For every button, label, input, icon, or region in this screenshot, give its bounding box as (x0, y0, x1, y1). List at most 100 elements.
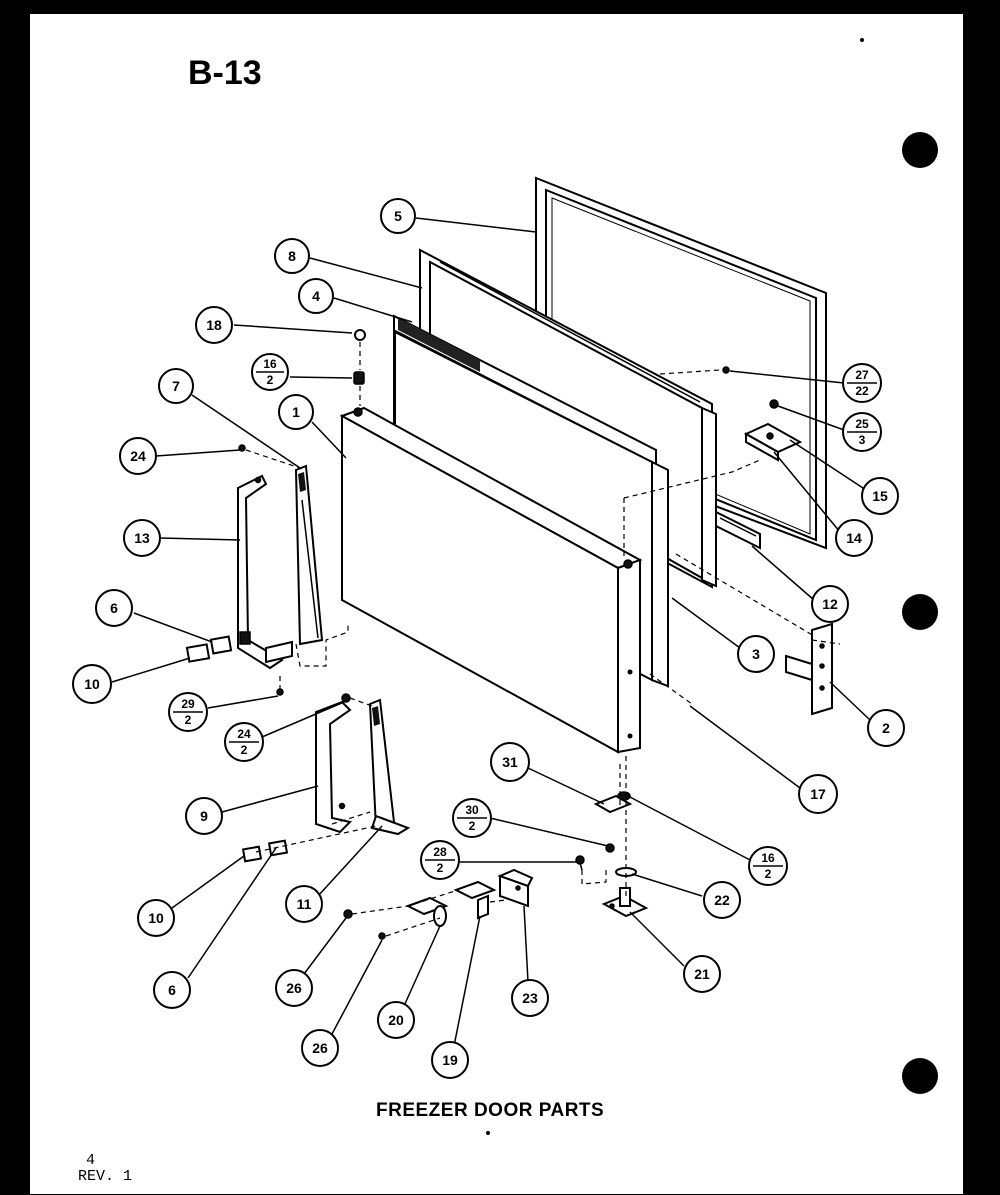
svg-text:21: 21 (694, 966, 710, 982)
svg-text:31: 31 (502, 754, 518, 770)
callout-4: 4 (298, 278, 334, 314)
callout-15: 15 (861, 477, 899, 515)
part-lower-hinge (785, 622, 833, 716)
part-hinge-pin-21 (601, 887, 649, 918)
svg-text:2: 2 (267, 373, 274, 387)
callout-13: 13 (123, 519, 161, 557)
part-screw-24b (341, 693, 351, 703)
part-upper-hinge (743, 422, 803, 462)
callout-8: 8 (274, 238, 310, 274)
callout-18: 18 (195, 306, 233, 344)
svg-text:8: 8 (288, 248, 296, 264)
svg-text:2: 2 (469, 819, 476, 833)
diagram-caption: FREEZER DOOR PARTS (376, 1100, 604, 1121)
svg-text:6: 6 (110, 600, 118, 616)
svg-text:12: 12 (822, 596, 838, 612)
callout-12: 12 (811, 585, 849, 623)
part-screw-25 (769, 399, 779, 409)
part-cap-10 (185, 643, 211, 663)
svg-text:2: 2 (185, 713, 192, 727)
footer-revision: REV. 1 (78, 1168, 132, 1185)
svg-text:1: 1 (292, 404, 300, 420)
svg-text:3: 3 (859, 433, 866, 447)
speck (860, 38, 864, 42)
callout-26-upper: 26 (275, 969, 313, 1007)
part-screw-26a (343, 909, 353, 919)
svg-text:14: 14 (846, 530, 862, 546)
svg-text:27: 27 (855, 368, 869, 382)
callout-17: 17 (798, 774, 838, 814)
part-trim-strip-left (294, 464, 324, 646)
callout-2: 2 (867, 709, 905, 747)
part-screw-28-head (575, 855, 585, 865)
callout-21: 21 (683, 955, 721, 993)
callout-19: 19 (431, 1041, 469, 1079)
svg-text:2: 2 (437, 861, 444, 875)
part-cap-10-lower (241, 845, 263, 863)
part-cam-20 (405, 896, 449, 927)
part-pin-18 (354, 329, 366, 341)
svg-text:16: 16 (761, 851, 775, 865)
punch-hole-bottom (902, 1058, 938, 1094)
speck (486, 1131, 490, 1135)
callout-10-upper: 10 (72, 664, 112, 704)
speck (986, 220, 990, 224)
svg-text:17: 17 (810, 786, 826, 802)
punch-hole-top (902, 132, 938, 168)
svg-text:30: 30 (465, 803, 479, 817)
svg-text:9: 9 (200, 808, 208, 824)
callout-28-over-2: 28 2 (420, 840, 460, 880)
callout-14: 14 (835, 519, 873, 557)
svg-text:7: 7 (172, 378, 180, 394)
svg-text:22: 22 (714, 892, 730, 908)
callout-25-over-3: 25 3 (842, 412, 882, 452)
svg-text:26: 26 (286, 980, 302, 996)
callout-3: 3 (737, 635, 775, 673)
callout-9: 9 (185, 797, 223, 835)
svg-text:19: 19 (442, 1052, 458, 1068)
svg-text:18: 18 (206, 317, 222, 333)
part-hinge-strip (715, 510, 761, 550)
callout-24: 24 (119, 437, 157, 475)
svg-text:10: 10 (84, 676, 100, 692)
svg-text:16: 16 (263, 357, 277, 371)
part-handle-lower (315, 700, 352, 834)
svg-text:2: 2 (765, 867, 772, 881)
svg-text:22: 22 (855, 384, 869, 398)
svg-text:11: 11 (297, 896, 312, 912)
punch-hole-middle (902, 594, 938, 630)
svg-text:25: 25 (855, 417, 869, 431)
svg-text:2: 2 (241, 743, 248, 757)
svg-text:20: 20 (388, 1012, 404, 1028)
part-bushing-31 (593, 791, 633, 814)
svg-text:23: 23 (522, 990, 538, 1006)
callout-1: 1 (278, 394, 314, 430)
svg-text:26: 26 (312, 1040, 328, 1056)
callout-24-over-2: 24 2 (224, 722, 264, 762)
svg-text:2: 2 (882, 720, 890, 736)
svg-text:4: 4 (312, 288, 320, 304)
svg-text:10: 10 (148, 910, 164, 926)
svg-text:29: 29 (181, 697, 195, 711)
part-bracket-23 (497, 868, 534, 908)
callout-20: 20 (377, 1001, 415, 1039)
part-handle-upper (237, 474, 293, 670)
svg-text:5: 5 (394, 208, 402, 224)
callout-5: 5 (380, 198, 416, 234)
svg-text:28: 28 (433, 845, 447, 859)
callout-6-lower: 6 (153, 971, 191, 1009)
svg-text:3: 3 (752, 646, 760, 662)
svg-text:13: 13 (134, 530, 150, 546)
callout-30-over-2: 30 2 (452, 798, 492, 838)
callout-29-over-2: 29 2 (168, 692, 208, 732)
page-heading: B-13 (188, 54, 262, 92)
footer-number: 4 (86, 1152, 95, 1169)
part-screw-26b (378, 932, 386, 940)
callout-16-over-2-bottom: 16 2 (748, 846, 788, 886)
part-trim-strip-right (368, 698, 411, 836)
callout-23: 23 (511, 979, 549, 1017)
callout-7: 7 (158, 368, 194, 404)
callout-10-lower: 10 (137, 899, 175, 937)
callout-31: 31 (490, 742, 530, 782)
